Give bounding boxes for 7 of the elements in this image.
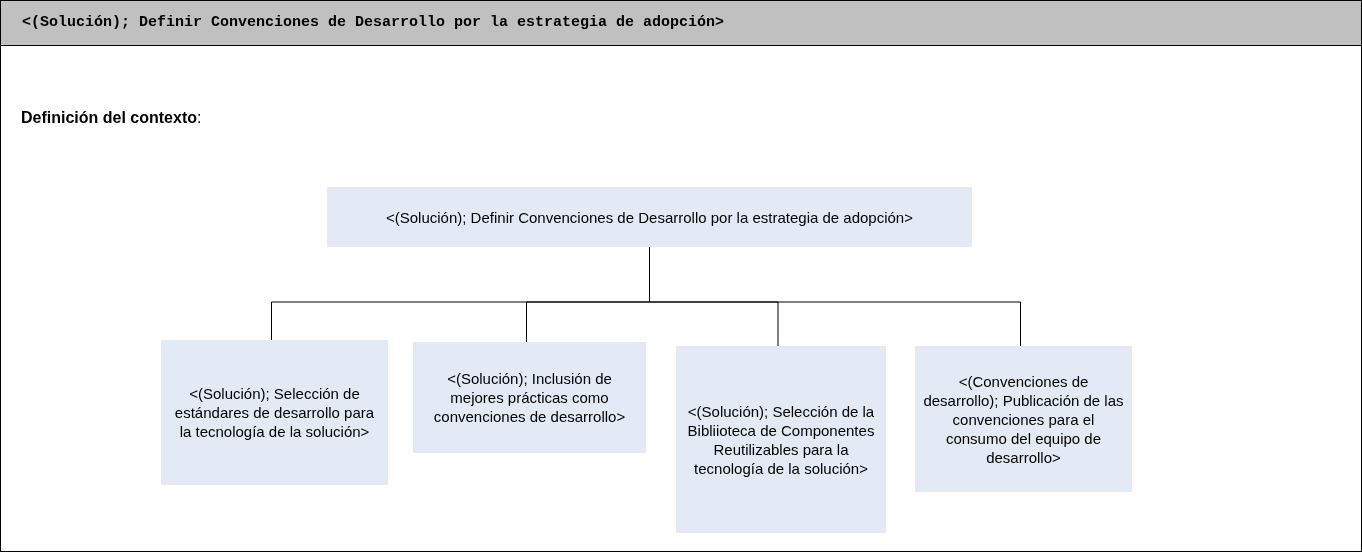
section-label: Definición del contexto: (21, 108, 202, 128)
process-box: <(Solución); Selección de la Bibliioteca de Componentes Reutilizables para la tecnología de la solución> (676, 346, 886, 533)
process-box: <(Solución); Selección de estándares de desarrollo para la tecnología de la solución> (161, 340, 388, 485)
process-box: <(Solución); Inclusión de mejores prácticas como convenciones de desarrollo> (413, 342, 646, 453)
process-box: <(Solución); Definir Convenciones de Desarrollo por la estrategia de adopción> (327, 187, 972, 247)
process-box: <(Convenciones de desarrollo); Publicación de las convenciones para el consumo del equipo de desarrollo> (915, 346, 1132, 492)
header-title: <(Solución); Definir Convenciones de Desarrollo por la estrategia de adopción> (22, 12, 725, 33)
